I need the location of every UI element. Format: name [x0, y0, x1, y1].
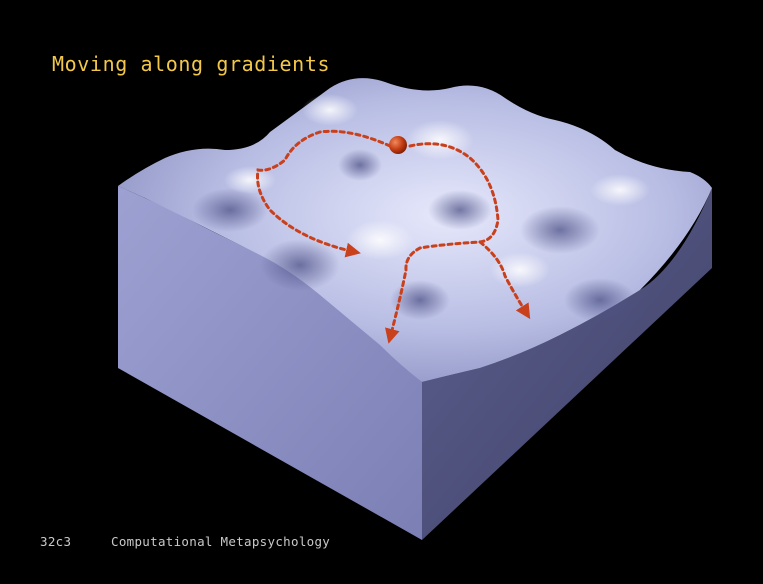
landscape-surface	[118, 78, 712, 383]
block-left-side	[118, 186, 422, 540]
path-branch	[478, 240, 531, 320]
gradient-paths	[256, 129, 531, 344]
block-right-side	[422, 188, 712, 540]
surface-shading	[192, 94, 650, 322]
slide-title: Moving along gradients	[52, 52, 331, 76]
ball	[389, 136, 407, 154]
footer-conference-code: 32c3	[40, 534, 72, 549]
path-left	[256, 129, 392, 258]
footer-talk-title: Computational Metapsychology	[111, 534, 331, 549]
